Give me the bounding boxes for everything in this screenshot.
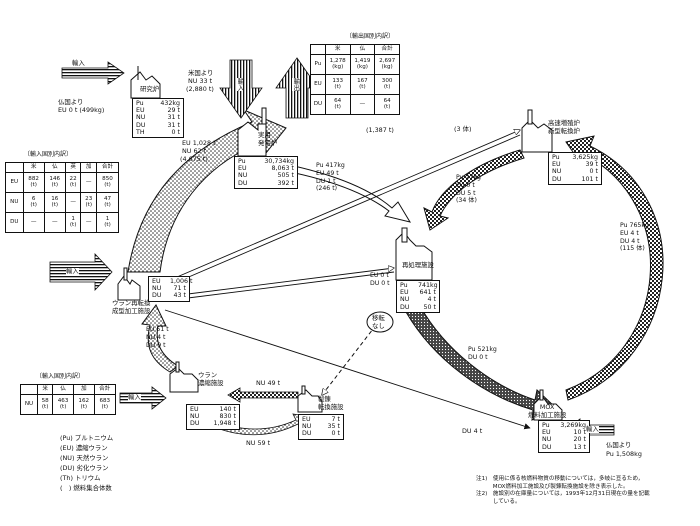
us-import-source: 米国より <box>188 69 214 77</box>
fbr-name: 高速増殖炉 新型転換炉 <box>548 119 580 135</box>
legend-item: ( ) 燃料集合体数 <box>60 483 112 492</box>
flow-reprocess-to-mox <box>405 305 557 421</box>
footnotes: 注1) 使用に係る核燃料物質の移動については，多岐に亘るため， MOX燃料加工施… <box>476 476 650 505</box>
power-in-eu: EU 1,028 t <box>182 139 216 147</box>
transfer-label: 移転 なし <box>372 314 385 330</box>
conversion-out: EU 51 t NU 4 t DU 9 t <box>146 326 169 349</box>
legend-item: (Pu) プルトニウム <box>60 434 114 442</box>
flow-conversion-to-fbr <box>169 130 520 281</box>
pu-521-values: Pu 521kg DU 0 t <box>468 346 497 361</box>
transfer-bubble <box>366 311 394 333</box>
legend-item: (NU) 天然ウラン <box>60 453 109 462</box>
mox-icon <box>533 389 563 421</box>
export-table-title: 〔輸出国別内訳〕 <box>346 33 395 40</box>
mox-name: MOX 燃料加工施設 <box>528 403 567 419</box>
conv-fac-icon <box>297 385 323 413</box>
fbr-right-values: Pu 765kg EU 4 t DU 4 t (115 体) <box>620 222 649 253</box>
conversion-name: ウラン再転換 成型加工施設 <box>112 299 151 315</box>
flow-conversion-to-reprocess <box>171 268 394 297</box>
legend-item: (DU) 劣化ウラン <box>60 463 109 472</box>
fbr-in-top: (3 体) <box>454 125 472 133</box>
flow-enrich-to-conversion <box>141 304 179 373</box>
power-in-extra: (4,675 t) <box>180 155 208 163</box>
reprocess-icon <box>395 227 433 281</box>
flow-mox-to-fbr <box>565 135 664 401</box>
fbr-icon <box>521 109 553 153</box>
flow-transfer-dashed <box>322 319 381 395</box>
reprocess-in: EU 0 t DU 0 t <box>370 272 390 287</box>
us-import-extra: (2,880 t) <box>186 85 214 93</box>
import-table-title: 〔輸入国別内訳〕 <box>24 151 73 158</box>
import-bottom-label: 輸入 <box>128 393 141 402</box>
mox-import-label: 輸入 <box>586 425 599 434</box>
import-left-label: 輸入 <box>66 267 79 276</box>
research-reactor-icon <box>130 66 161 99</box>
mox-import-source: 仏国より <box>606 441 632 449</box>
mox-du-in: DU 4 t <box>462 427 483 435</box>
nu-bottom-label: NU 59 t <box>246 439 271 447</box>
export-table-foot: (1,387 t) <box>366 126 394 134</box>
legend: (Pu) プルトニウム (EU) 濃縮ウラン (NU) 天然ウラン (DU) 劣… <box>60 434 113 494</box>
import-arrow-pu-fr <box>61 61 125 85</box>
flow-conversion-to-power <box>127 108 287 273</box>
fbr-left-values: Pu 27kg EU 0 t DU 5 t (34 体) <box>456 174 481 205</box>
import-nu-table-title: 〔輸入国別内訳〕 <box>36 373 85 380</box>
legend-item: (Th) トリウム <box>60 473 101 482</box>
enrich-name: ウラン 濃縮施設 <box>198 371 224 387</box>
import-arrow-left <box>49 252 113 292</box>
power-reactor-icon <box>237 107 267 157</box>
flow-nu-top <box>227 387 299 403</box>
conversion-icon <box>117 267 141 301</box>
reprocess-name: 再処理施設 <box>402 261 434 269</box>
import-center-label: 輸入 <box>236 78 245 91</box>
nu-top-label: NU 49 t <box>256 379 281 387</box>
flow-fbr-to-reprocess <box>423 149 525 231</box>
to-power-values: Pu 417kg EU 49 t DU 1 t (246 t) <box>316 162 345 193</box>
power-in-nu: NU 62 t <box>182 147 207 155</box>
us-import-nu: NU 33 t <box>188 77 213 85</box>
research-reactor-name: 研究炉 <box>140 85 160 93</box>
enrich-icon <box>169 361 199 393</box>
import-arrow-bottom <box>119 386 167 410</box>
import-pu-fr-source: 仏国より <box>58 98 84 106</box>
export-center-label: 輸出 <box>292 78 301 91</box>
import-pu-fr-value: EU 0 t (499kg) <box>58 106 105 114</box>
import-pu-fr-label: 輸入 <box>72 59 85 67</box>
mox-import-pu: Pu 1,508kg <box>606 450 642 458</box>
flow-conversion-to-mox <box>164 309 531 430</box>
conv-fac-name: 製錬 転換施設 <box>318 395 344 411</box>
legend-item: (EU) 濃縮ウラン <box>60 443 108 452</box>
power-reactor-name: 実用 発電炉 <box>258 131 278 147</box>
